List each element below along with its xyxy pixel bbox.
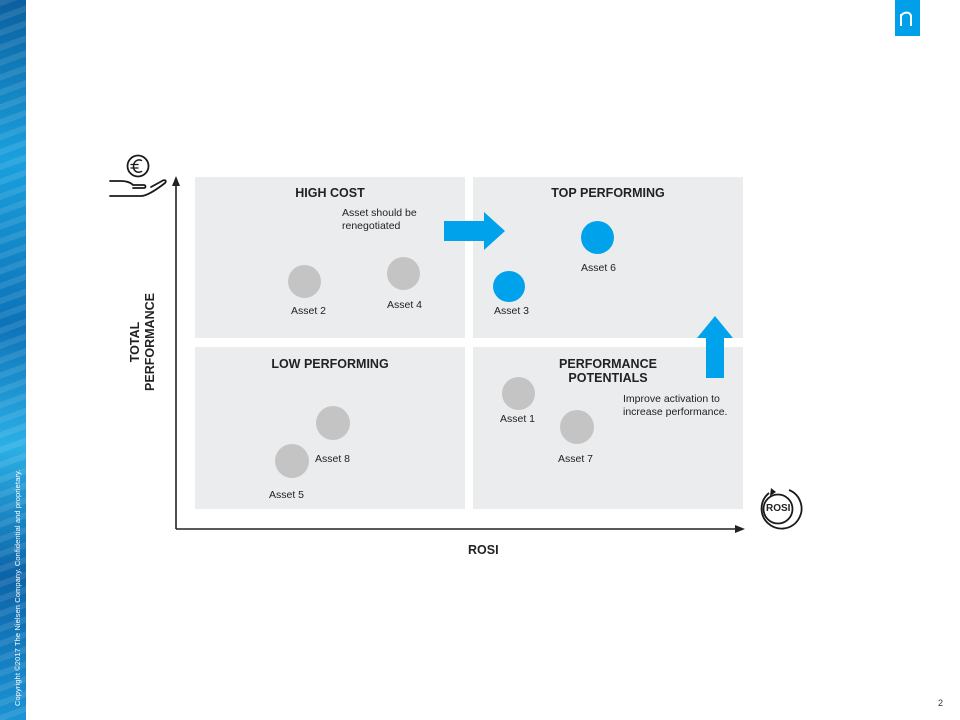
asset-5-label: Asset 5 [269, 489, 305, 501]
side-decoration-band [0, 0, 26, 720]
copyright-text: Copyright ©2017 The Nielsen Company. Con… [13, 469, 22, 706]
nielsen-n-icon [899, 11, 912, 26]
quadrant-high-cost: HIGH COST [195, 177, 465, 338]
nielsen-logo [895, 0, 920, 36]
performance-potentials-note-line2: increase performance. [623, 406, 728, 418]
performance-potentials-title-line1: PERFORMANCE [559, 357, 657, 371]
high-cost-note-line1: Asset should be [342, 207, 417, 219]
asset-7-dot [560, 410, 594, 444]
quadrant-title-top-performing: TOP PERFORMING [551, 186, 665, 200]
asset-1-dot [502, 377, 535, 410]
euro-coin-hand-icon [109, 154, 167, 197]
asset-1-label: Asset 1 [500, 413, 536, 425]
asset-3-label: Asset 3 [494, 305, 530, 317]
asset-6-label: Asset 6 [581, 262, 617, 274]
y-axis-label-line1: TOTAL [128, 321, 142, 363]
asset-6-dot [581, 221, 614, 254]
asset-8-label: Asset 8 [315, 453, 351, 465]
asset-7-label: Asset 7 [558, 453, 594, 465]
quadrant-top-performing: TOP PERFORMING [473, 177, 743, 338]
y-axis-label: TOTAL PERFORMANCE [128, 293, 158, 391]
asset-2-dot [288, 265, 321, 298]
x-axis-label: ROSI [468, 543, 499, 557]
asset-5-dot [275, 444, 309, 478]
asset-8-dot [316, 406, 350, 440]
asset-4-dot [387, 257, 420, 290]
quadrant-title-performance-potentials: PERFORMANCE POTENTIALS [473, 357, 743, 385]
high-cost-note-line2: renegotiated [342, 220, 401, 232]
x-axis-line [176, 525, 745, 533]
rosi-icon-text: ROSI [766, 503, 791, 514]
performance-potentials-note-line1: Improve activation to [623, 393, 720, 405]
page-number: 2 [938, 698, 944, 708]
performance-potentials-note: Improve activation to increase performan… [623, 393, 727, 419]
high-cost-note: Asset should be renegotiated [342, 207, 417, 233]
y-axis-label-line2: PERFORMANCE [143, 293, 157, 391]
quadrant-title-low-performing: LOW PERFORMING [271, 357, 389, 371]
asset-2-label: Asset 2 [291, 305, 327, 317]
asset-3-dot [493, 271, 525, 302]
y-axis-line [172, 176, 180, 529]
performance-potentials-title-line2: POTENTIALS [568, 371, 648, 385]
quadrant-title-high-cost: HIGH COST [295, 186, 365, 200]
quadrant-performance-potentials: PERFORMANCE POTENTIALS [473, 347, 743, 509]
asset-4-label: Asset 4 [387, 299, 423, 311]
